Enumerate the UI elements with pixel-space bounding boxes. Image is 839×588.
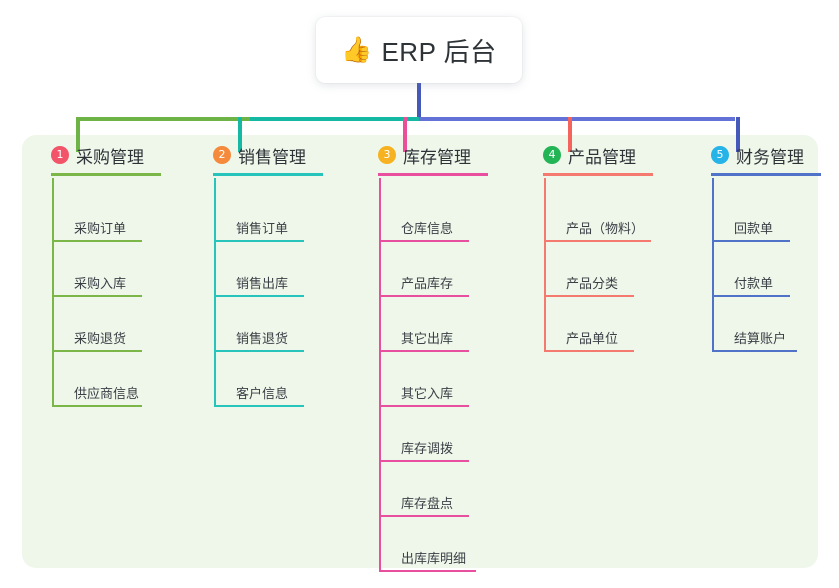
leaf-item-underline bbox=[712, 240, 790, 242]
leaf-item-label[interactable]: 库存调拨 bbox=[401, 441, 454, 456]
column-spine-1 bbox=[52, 178, 54, 405]
column-5: 5 财务管理 bbox=[696, 143, 821, 176]
column-3: 3 库存管理 bbox=[363, 143, 488, 176]
leaf-item-underline bbox=[379, 295, 469, 297]
column-badge-5: 5 bbox=[711, 146, 729, 164]
leaf-item-label[interactable]: 产品分类 bbox=[566, 276, 619, 291]
leaf-item-label[interactable]: 付款单 bbox=[734, 276, 774, 291]
leaf-item-underline bbox=[52, 405, 142, 407]
root-node-title: ERP 后台 bbox=[381, 36, 497, 67]
leaf-item-underline bbox=[712, 295, 790, 297]
column-header-3[interactable]: 3 库存管理 bbox=[363, 143, 471, 167]
column-1: 1 采购管理 bbox=[36, 143, 161, 176]
leaf-item-underline bbox=[214, 350, 304, 352]
column-underline-2 bbox=[213, 173, 323, 176]
column-title-5: 财务管理 bbox=[736, 147, 804, 167]
column-4: 4 产品管理 bbox=[528, 143, 653, 176]
leaf-item-label[interactable]: 其它入库 bbox=[401, 386, 454, 401]
column-badge-2: 2 bbox=[213, 146, 231, 164]
thumbs-up-icon: 👍 bbox=[341, 35, 373, 64]
leaf-item-label[interactable]: 回款单 bbox=[734, 221, 774, 236]
column-header-1[interactable]: 1 采购管理 bbox=[36, 143, 144, 167]
leaf-item-underline bbox=[379, 405, 469, 407]
column-header-4[interactable]: 4 产品管理 bbox=[528, 143, 636, 167]
leaf-item-label[interactable]: 客户信息 bbox=[236, 386, 289, 401]
column-header-2[interactable]: 2 销售管理 bbox=[198, 143, 306, 167]
leaf-item-underline bbox=[379, 515, 469, 517]
leaf-item-underline bbox=[52, 295, 142, 297]
leaf-item-label[interactable]: 销售订单 bbox=[236, 221, 289, 236]
leaf-item-underline bbox=[544, 350, 634, 352]
leaf-item-label[interactable]: 结算账户 bbox=[734, 331, 787, 346]
column-title-3: 库存管理 bbox=[403, 147, 471, 167]
leaf-item-label[interactable]: 产品单位 bbox=[566, 331, 619, 346]
leaf-item-label[interactable]: 产品库存 bbox=[401, 276, 454, 291]
leaf-item-underline bbox=[544, 240, 651, 242]
leaf-item-underline bbox=[214, 295, 304, 297]
column-underline-3 bbox=[378, 173, 488, 176]
leaf-item-label[interactable]: 销售退货 bbox=[236, 331, 289, 346]
leaf-item-underline bbox=[379, 460, 469, 462]
leaf-item-underline bbox=[379, 240, 469, 242]
column-spine-4 bbox=[544, 178, 546, 350]
column-badge-1: 1 bbox=[51, 146, 69, 164]
leaf-item-label[interactable]: 产品（物料） bbox=[566, 221, 645, 236]
column-badge-3: 3 bbox=[378, 146, 396, 164]
column-underline-4 bbox=[543, 173, 653, 176]
leaf-item-underline bbox=[52, 240, 142, 242]
column-badge-4: 4 bbox=[543, 146, 561, 164]
column-header-5[interactable]: 5 财务管理 bbox=[696, 143, 804, 167]
column-title-2: 销售管理 bbox=[238, 147, 306, 167]
leaf-item-label[interactable]: 采购订单 bbox=[74, 221, 127, 236]
column-2: 2 销售管理 bbox=[198, 143, 323, 176]
column-title-4: 产品管理 bbox=[568, 147, 636, 167]
leaf-item-underline bbox=[544, 295, 634, 297]
column-underline-1 bbox=[51, 173, 161, 176]
leaf-item-underline bbox=[214, 240, 304, 242]
leaf-item-underline bbox=[712, 350, 797, 352]
leaf-item-label[interactable]: 出库库明细 bbox=[401, 551, 467, 566]
leaf-item-label[interactable]: 采购入库 bbox=[74, 276, 127, 291]
leaf-item-underline bbox=[52, 350, 142, 352]
leaf-item-label[interactable]: 其它出库 bbox=[401, 331, 454, 346]
column-title-1: 采购管理 bbox=[76, 147, 144, 167]
leaf-item-label[interactable]: 销售出库 bbox=[236, 276, 289, 291]
column-spine-5 bbox=[712, 178, 714, 350]
leaf-item-underline bbox=[379, 570, 476, 572]
leaf-item-label[interactable]: 采购退货 bbox=[74, 331, 127, 346]
leaf-item-label[interactable]: 供应商信息 bbox=[74, 386, 140, 401]
column-spine-3 bbox=[379, 178, 381, 570]
column-spine-2 bbox=[214, 178, 216, 405]
root-node-card[interactable]: 👍 ERP 后台 bbox=[316, 17, 522, 83]
column-underline-5 bbox=[711, 173, 821, 176]
leaf-item-label[interactable]: 仓库信息 bbox=[401, 221, 454, 236]
leaf-item-underline bbox=[214, 405, 304, 407]
leaf-item-underline bbox=[379, 350, 469, 352]
leaf-item-label[interactable]: 库存盘点 bbox=[401, 496, 454, 511]
